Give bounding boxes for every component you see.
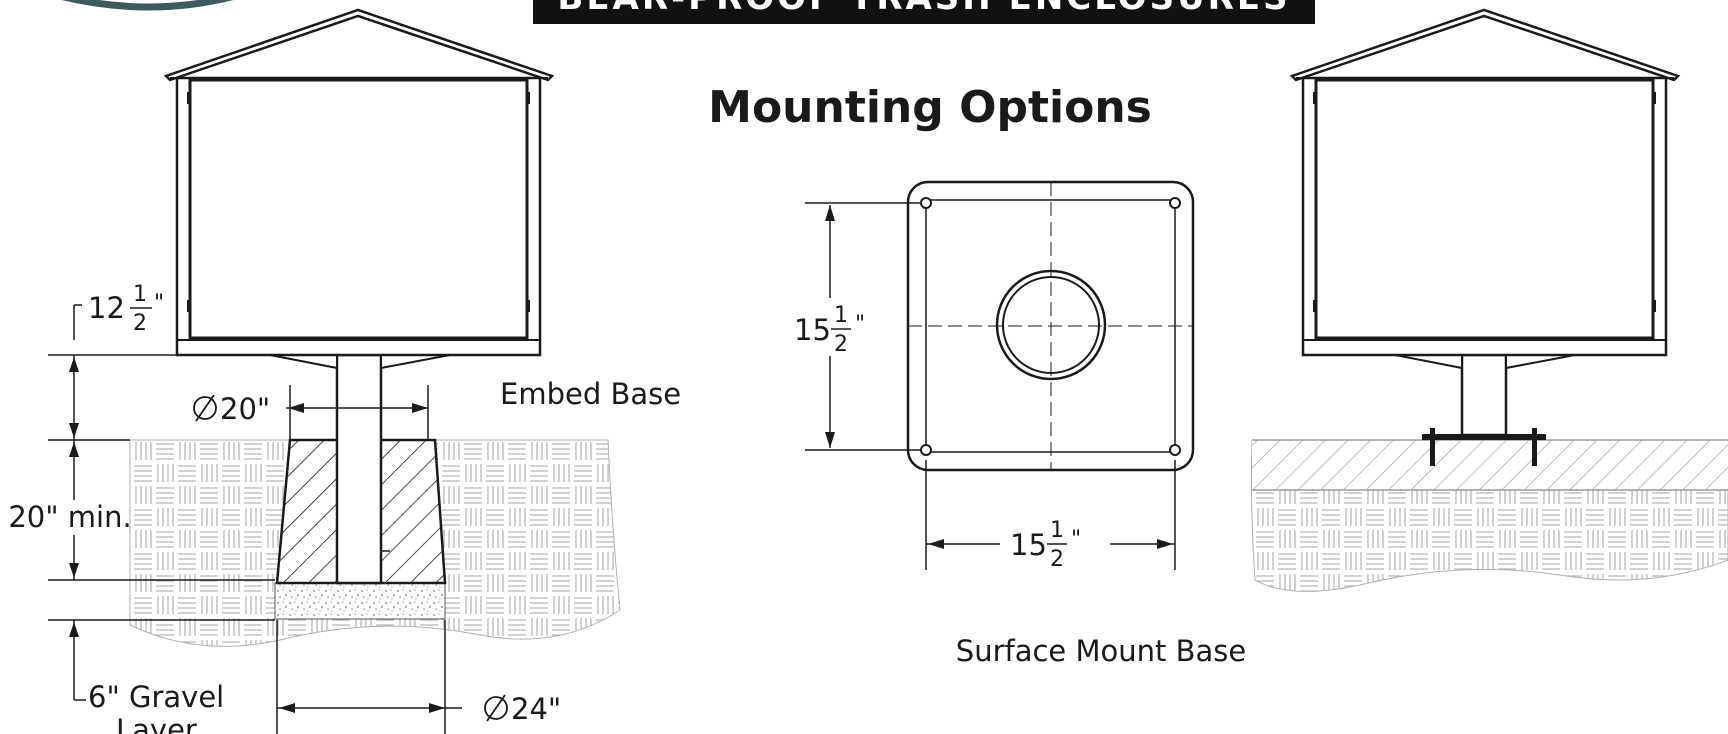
height-frac-den: 2 [133, 311, 147, 336]
plate-side-frac-den: 2 [834, 332, 848, 357]
plate-bolt-hole [1169, 197, 1181, 209]
surface-base-plate [1422, 434, 1546, 440]
height-whole: 12 [88, 291, 125, 325]
gravel-label-line2: Layer [116, 713, 197, 734]
plate-side-inch-mark: " [855, 312, 865, 337]
plate-bottom-whole: 15 [1010, 528, 1047, 562]
surface-enclosure-door [1314, 78, 1655, 340]
anchor-bolt [1532, 428, 1537, 466]
dimension-height: 12 1 2 " [48, 282, 176, 441]
header-banner-background [533, 0, 1315, 24]
dimension-gravel: 6" Gravel Layer [48, 619, 275, 734]
header-banner: BEAR-PROOF TRASH ENCLOSURES [533, 0, 1315, 24]
gravel-layer [274, 582, 446, 620]
plate-bolt-hole [1169, 444, 1181, 456]
height-frac-num: 1 [133, 282, 147, 307]
plate-bottom-frac-num: 1 [1050, 518, 1064, 543]
surface-post [1460, 353, 1508, 437]
mounting-options-title: Mounting Options [708, 82, 1152, 133]
plate-side-whole: 15 [794, 313, 831, 347]
diameter-bottom-value: 24" [511, 692, 561, 726]
embed-enclosure-roof [163, 8, 555, 82]
logo-emblem [61, 0, 234, 11]
anchor-bolt [1430, 428, 1435, 466]
depth-value: 20" min. [8, 500, 131, 534]
plate-bolt-hole [920, 444, 932, 456]
embed-post [335, 353, 383, 585]
plate-side-frac-num: 1 [834, 303, 848, 328]
surface-plate-illustration: 15 1 2 " 15 1 2 " Surface Mount Base [794, 180, 1246, 668]
dimension-diameter-bottom: 24" [276, 620, 561, 734]
surface-enclosure-roof [1289, 8, 1681, 82]
plate-bolt-hole [920, 197, 932, 209]
header-banner-title: BEAR-PROOF TRASH ENCLOSURES [557, 0, 1290, 18]
surface-pavement [1252, 440, 1728, 490]
surface-mount-illustration [1250, 8, 1728, 592]
plate-side-dimension: 15 1 2 " [794, 202, 920, 451]
dimension-diameter-top: 20" [193, 385, 429, 440]
embed-base-illustration: 12 1 2 " 20" Embed Base 20" min. [8, 8, 681, 734]
height-inch-mark: " [154, 291, 164, 316]
surface-mount-label: Surface Mount Base [956, 634, 1246, 668]
embed-base-label: Embed Base [500, 377, 681, 411]
dimension-depth: 20" min. [8, 440, 275, 581]
plate-bottom-frac-den: 2 [1050, 547, 1064, 572]
embed-enclosure-door [188, 78, 529, 340]
plate-bottom-dimension: 15 1 2 " [925, 460, 1176, 572]
gravel-label-line1: 6" Gravel [88, 680, 224, 714]
diameter-top-value: 20" [220, 392, 270, 426]
plate-bottom-inch-mark: " [1071, 527, 1081, 552]
